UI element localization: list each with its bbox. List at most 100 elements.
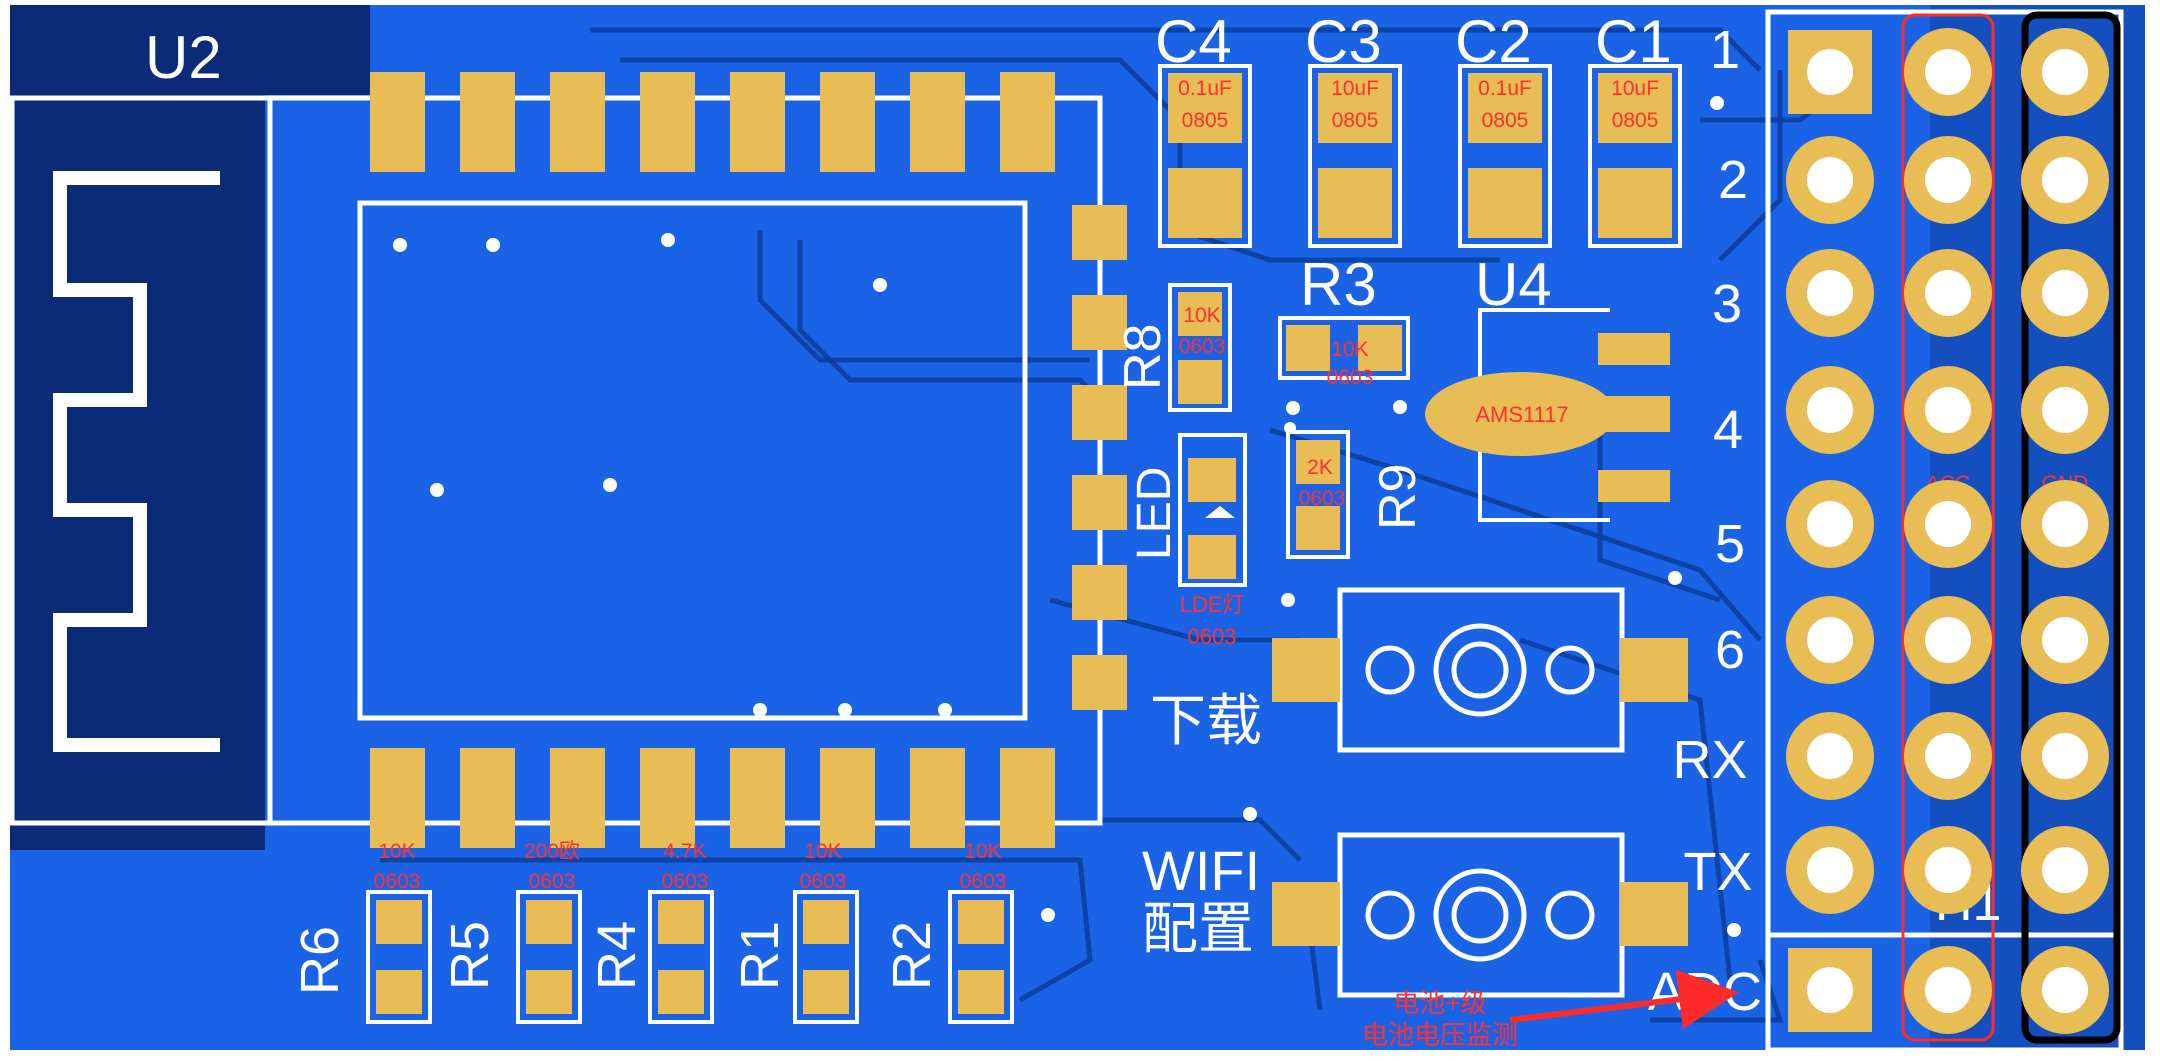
r4-ref: R4 — [587, 921, 647, 990]
header-pin-hole — [1925, 387, 1971, 433]
r8-ref: R8 — [1114, 324, 1172, 390]
capacitor-c4: C4 0.1uF 0805 — [1155, 8, 1252, 248]
header-pin-hole — [1807, 270, 1853, 316]
module-top-pads — [370, 72, 1055, 172]
c4-ref: C4 — [1155, 8, 1232, 75]
r8-value: 10K — [1183, 304, 1220, 327]
led: LED LDE灯 0603 — [1128, 433, 1247, 649]
header-pin-hole — [2042, 967, 2088, 1013]
header-pin-hole — [1925, 157, 1971, 203]
header-pin-hole — [2042, 49, 2088, 95]
acc-column-highlight — [1901, 13, 1995, 1042]
wifi-config-button[interactable]: WIFI 配置 — [1142, 832, 1688, 998]
resistor-r9: 2K 0603 R9 — [1286, 430, 1427, 559]
pin-label-adc: ADC — [1648, 962, 1762, 1022]
header-pin-hole — [1925, 49, 1971, 95]
module-bottom-pads — [370, 748, 1055, 848]
r5-value: 200欧 — [524, 840, 580, 863]
header-pins — [1786, 28, 2109, 1034]
r2-value: 10K — [964, 840, 1001, 863]
download-button[interactable]: 下载 — [1150, 587, 1688, 753]
header-pin-hole — [1925, 967, 1971, 1013]
header-pin-hole — [1925, 270, 1971, 316]
header-pin-hole — [1807, 501, 1853, 547]
header-pin-hole — [1807, 967, 1853, 1013]
c3-ref: C3 — [1305, 8, 1382, 75]
u4-ref: U4 — [1475, 251, 1552, 318]
c2-value: 0.1uF — [1478, 77, 1532, 100]
r9-value: 2K — [1307, 456, 1333, 479]
header-pin-hole — [1807, 387, 1853, 433]
capacitor-c1: C1 10uF 0805 — [1588, 8, 1682, 248]
r6-ref: R6 — [290, 926, 350, 995]
r9-ref: R9 — [1369, 464, 1427, 530]
header-pin-hole — [2042, 270, 2088, 316]
r4-package: 0603 — [662, 870, 709, 893]
resistor-r5: 200欧 0603 R5 — [440, 840, 582, 1024]
led-note: LDE灯 — [1180, 592, 1245, 617]
regulator-u4: U4 AMS1117 — [1425, 251, 1670, 522]
pcb-antenna — [53, 171, 220, 752]
header-pin-hole — [1807, 617, 1853, 663]
r4-value: 4.7K — [663, 840, 706, 863]
header-pin-hole — [2042, 733, 2088, 779]
pin-label-3: 3 — [1712, 274, 1742, 334]
pin-label-4: 4 — [1713, 400, 1743, 460]
pin-label-5: 5 — [1715, 514, 1745, 574]
c2-ref: C2 — [1455, 8, 1532, 75]
wifi-config-label-line1: WIFI — [1142, 839, 1260, 902]
r2-ref: R2 — [882, 921, 942, 990]
c1-ref: C1 — [1595, 8, 1672, 75]
r9-package: 0603 — [1299, 487, 1346, 510]
pin-label-tx: TX — [1683, 842, 1752, 902]
wifi-module-u2: U2 — [9, 24, 1127, 848]
header-pin-hole — [1925, 617, 1971, 663]
c4-value: 0.1uF — [1178, 77, 1232, 100]
capacitor-c2: C2 0.1uF 0805 — [1455, 8, 1552, 248]
header-pin-hole — [1807, 847, 1853, 893]
led-package: 0603 — [1188, 624, 1237, 649]
header-pin-hole — [1925, 847, 1971, 893]
r8-package: 0603 — [1179, 335, 1226, 358]
c1-package: 0805 — [1612, 109, 1659, 132]
pin-label-1: 1 — [1710, 20, 1740, 80]
pin-label-rx: RX — [1672, 730, 1747, 790]
header-pin-hole — [2042, 617, 2088, 663]
header-pin-hole — [2042, 387, 2088, 433]
battery-annotation: 电池+级 电池电压监测 — [1362, 969, 1739, 1050]
r3-value: 10K — [1331, 338, 1368, 361]
wifi-config-label-line2: 配置 — [1142, 897, 1254, 960]
r1-ref: R1 — [730, 921, 790, 990]
header-pin-hole — [1925, 501, 1971, 547]
header-pin-hole — [1807, 733, 1853, 779]
header-pin-hole — [2042, 847, 2088, 893]
r6-package: 0603 — [374, 870, 421, 893]
capacitor-c3: C3 10uF 0805 — [1305, 8, 1402, 248]
annotation-arrow — [1509, 969, 1739, 1030]
module-right-pads — [1072, 205, 1127, 710]
c1-value: 10uF — [1611, 77, 1659, 100]
resistor-r3: R3 10K 0603 — [1278, 251, 1410, 389]
r1-value: 10K — [804, 840, 841, 863]
resistor-r4: 4.7K 0603 R4 — [587, 840, 714, 1024]
resistor-r2: 10K 0603 R2 — [882, 840, 1014, 1024]
resistor-r8: 10K 0603 R8 — [1114, 283, 1232, 412]
led-ref: LED — [1128, 467, 1181, 560]
header-pin-hole — [1807, 49, 1853, 95]
u4-part: AMS1117 — [1475, 402, 1568, 427]
header-pin-hole — [2042, 501, 2088, 547]
pin-label-6: 6 — [1715, 620, 1745, 680]
annotation-line2: 电池电压监测 — [1362, 1020, 1518, 1050]
r5-package: 0603 — [529, 870, 576, 893]
r3-ref: R3 — [1300, 251, 1377, 318]
pin-label-2: 2 — [1718, 150, 1748, 210]
header-pin-hole — [2042, 157, 2088, 203]
c3-package: 0805 — [1332, 109, 1379, 132]
c3-value: 10uF — [1331, 77, 1379, 100]
r2-package: 0603 — [960, 870, 1007, 893]
header-pin-hole — [1807, 157, 1853, 203]
r1-package: 0603 — [800, 870, 847, 893]
module-ref: U2 — [145, 24, 222, 91]
annotation-line1: 电池+级 — [1393, 988, 1486, 1018]
